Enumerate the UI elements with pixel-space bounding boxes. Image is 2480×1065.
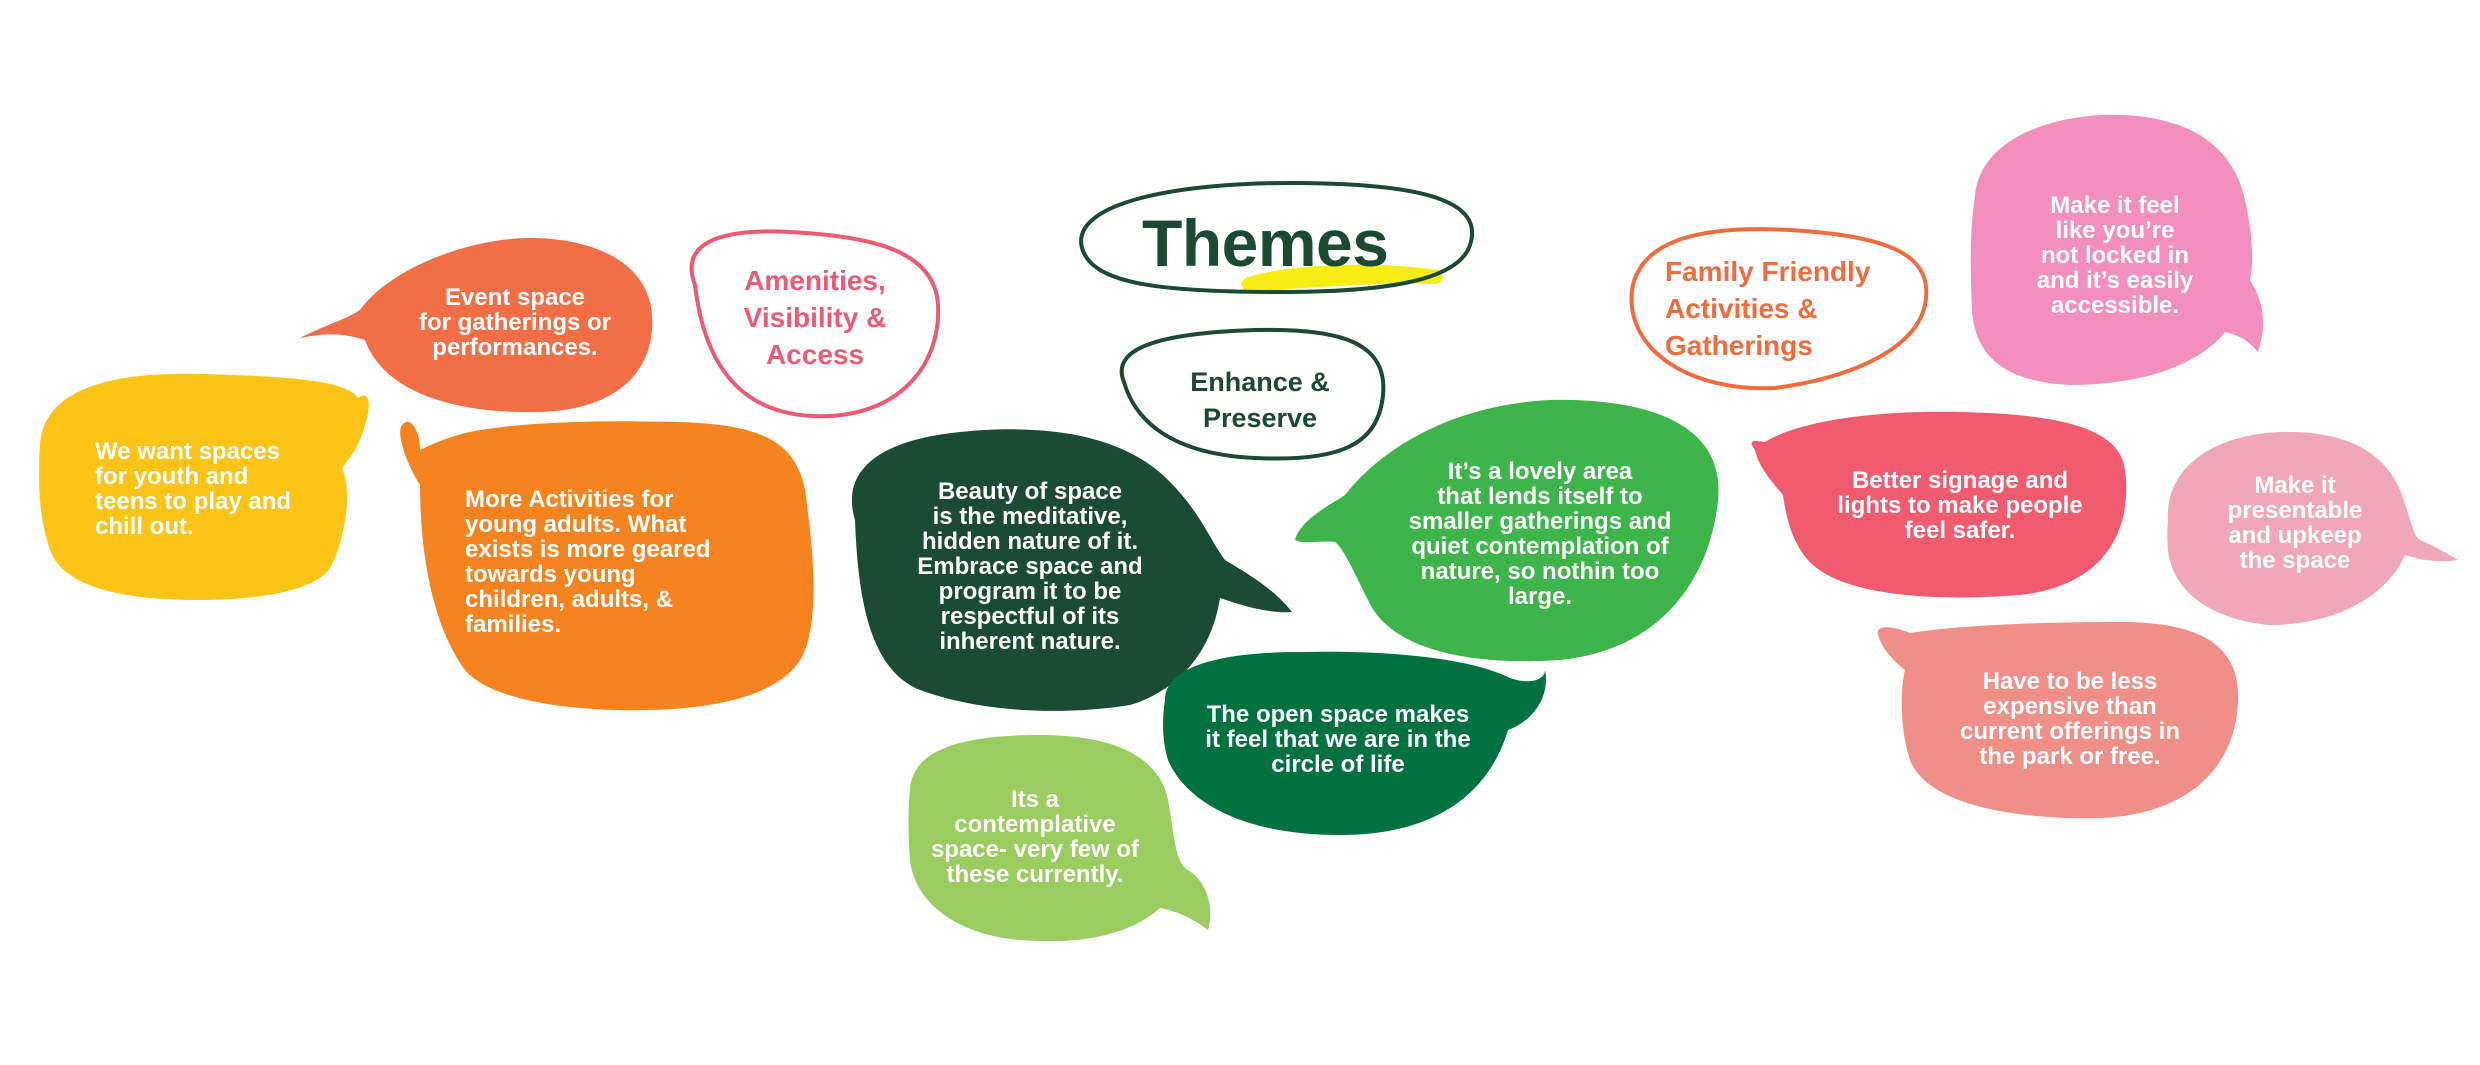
category-bubble-amenities — [689, 229, 941, 419]
bubble-text-young-adults: More Activities for young adults. What e… — [465, 486, 711, 638]
category-bubble-family — [1629, 227, 1929, 391]
title-highlight — [1241, 264, 1443, 292]
bubble-text-signage: Better signage and lights to make people… — [1837, 467, 2083, 544]
title-ellipse — [1079, 180, 1474, 295]
bubble-text-contemplative: Its a contemplative space- very few of t… — [930, 786, 1140, 888]
bubble-text-beauty: Beauty of space is the meditative, hidde… — [917, 478, 1143, 655]
category-bubble-enhance — [1119, 327, 1386, 461]
bubble-text-open-space: The open space makes it feel that we are… — [1205, 701, 1471, 778]
category-label-family: Family Friendly Activities & Gatherings — [1665, 256, 1871, 361]
bubble-text-lovely-area: It’s a lovely area that lends itself to … — [1408, 458, 1672, 610]
bubble-text-less-expensive: Have to be less expensive than current o… — [1959, 668, 2181, 770]
bubble-not-locked — [1970, 114, 2264, 385]
bubble-open-space — [1163, 651, 1546, 835]
bubble-contemplative — [908, 735, 1211, 942]
bubble-beauty — [851, 429, 1292, 711]
bubble-text-not-locked: Make it feel like you’re not locked in a… — [2036, 192, 2194, 319]
bubble-text-youth: We want spaces for youth and teens to pl… — [95, 438, 292, 540]
bubble-presentable — [2167, 431, 2458, 625]
bubble-young-adults — [400, 421, 814, 711]
bubble-youth — [39, 373, 369, 600]
bubble-event-space — [300, 238, 653, 413]
category-label-enhance: Enhance & Preserve — [1190, 367, 1330, 433]
bubble-text-event-space: Event space for gatherings or performanc… — [418, 284, 611, 361]
bubble-lovely-area — [1295, 399, 1719, 662]
page-title: Themes — [1142, 206, 1389, 280]
bubble-less-expensive — [1877, 622, 2239, 819]
bubble-signage — [1751, 411, 2127, 598]
bubble-text-presentable: Make it presentable and upkeep the space — [2227, 472, 2363, 574]
category-label-amenities: Amenities, Visibility & Access — [743, 265, 887, 370]
